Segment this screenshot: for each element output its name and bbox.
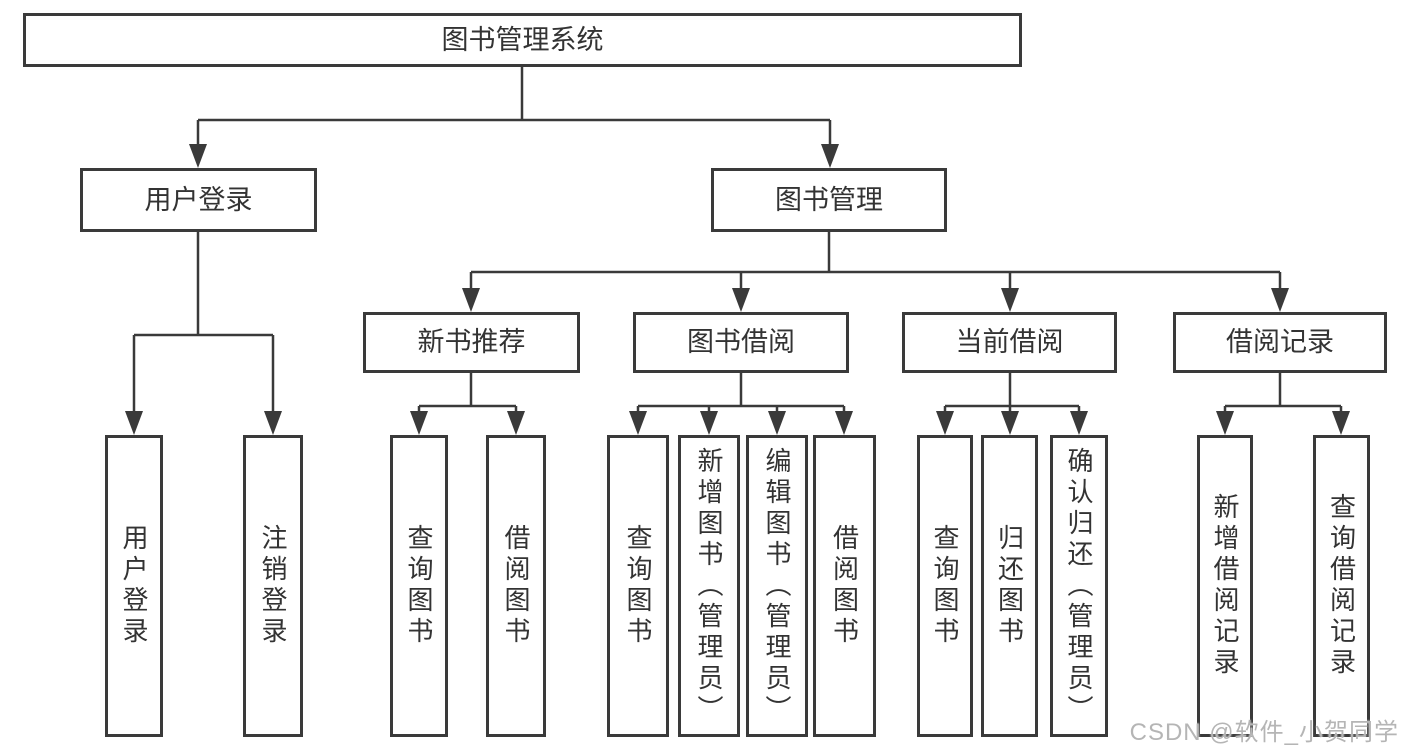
node-label-cb-return-books: 归还图书	[994, 524, 1025, 648]
node-label-book-borrowing: 图书借阅	[687, 327, 795, 357]
node-label-bb-add-books-admin: 新增图书（管理员）	[694, 446, 724, 726]
node-label-cb-query-books: 查询图书	[930, 524, 960, 648]
node-label-br-add-record: 新增借阅记录	[1210, 493, 1240, 679]
node-box-nbr-query-books: 查询图书	[390, 435, 448, 737]
node-label-new-book-recommendation: 新书推荐	[417, 327, 526, 357]
node-label-leaf-user-login: 用户登录	[119, 524, 149, 648]
node-box-cb-return-books: 归还图书	[981, 435, 1038, 737]
node-box-bb-borrow-books: 借阅图书	[813, 435, 876, 737]
node-box-current-borrowing: 当前借阅	[902, 312, 1117, 373]
node-label-cb-confirm-return-admin: 确认归还（管理员）	[1064, 446, 1094, 726]
node-label-bb-query-books: 查询图书	[623, 524, 653, 648]
node-label-current-borrowing: 当前借阅	[955, 327, 1064, 357]
node-label-user-login: 用户登录	[144, 184, 253, 215]
csdn-watermark: CSDN @软件_小贺同学	[1129, 719, 1399, 746]
node-box-br-query-record: 查询借阅记录	[1313, 435, 1370, 737]
node-label-system-root: 图书管理系统	[441, 24, 604, 55]
node-box-borrowing-records: 借阅记录	[1173, 312, 1387, 373]
node-label-br-query-record: 查询借阅记录	[1326, 493, 1357, 679]
node-box-bb-edit-books-admin: 编辑图书（管理员）	[746, 435, 808, 737]
node-box-br-add-record: 新增借阅记录	[1197, 435, 1253, 737]
node-box-book-management: 图书管理	[711, 168, 947, 232]
node-label-leaf-logout: 注销登录	[258, 524, 288, 648]
node-label-borrowing-records: 借阅记录	[1226, 327, 1334, 357]
node-label-bb-edit-books-admin: 编辑图书（管理员）	[762, 446, 792, 726]
node-box-cb-confirm-return-admin: 确认归还（管理员）	[1050, 435, 1108, 737]
node-box-leaf-logout: 注销登录	[243, 435, 303, 737]
node-box-bb-query-books: 查询图书	[607, 435, 669, 737]
node-box-user-login: 用户登录	[80, 168, 317, 232]
node-label-bb-borrow-books: 借阅图书	[829, 524, 860, 648]
node-box-system-root: 图书管理系统	[23, 13, 1022, 67]
node-box-nbr-borrow-books: 借阅图书	[486, 435, 546, 737]
node-label-nbr-query-books: 查询图书	[404, 524, 434, 648]
node-label-book-management: 图书管理	[775, 184, 883, 215]
node-box-cb-query-books: 查询图书	[917, 435, 973, 737]
node-label-nbr-borrow-books: 借阅图书	[501, 524, 531, 648]
node-box-book-borrowing: 图书借阅	[633, 312, 849, 373]
node-box-leaf-user-login: 用户登录	[105, 435, 163, 737]
node-box-bb-add-books-admin: 新增图书（管理员）	[678, 435, 740, 737]
node-box-new-book-recommendation: 新书推荐	[363, 312, 580, 373]
